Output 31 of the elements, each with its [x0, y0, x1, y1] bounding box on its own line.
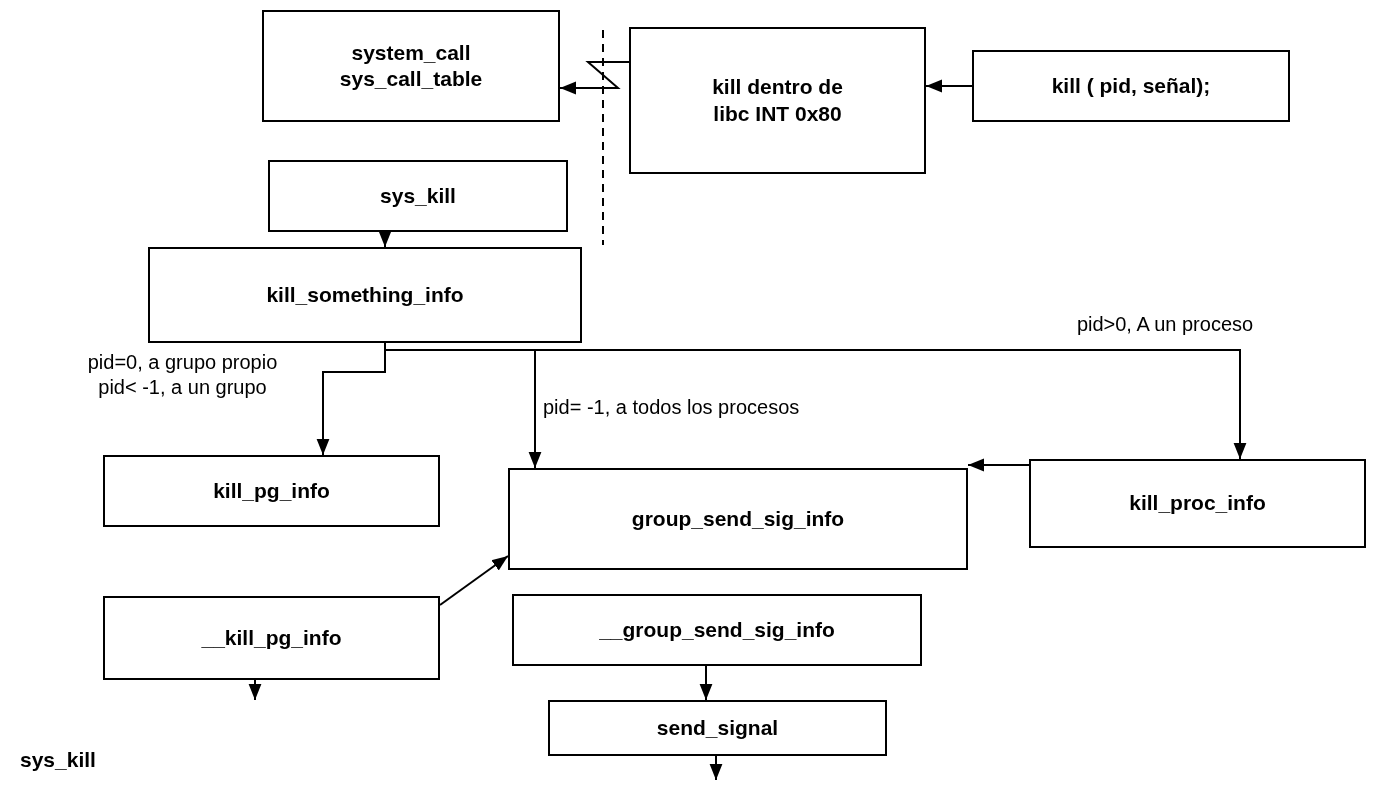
process-box — [262, 10, 560, 122]
arrow — [378, 231, 392, 248]
arrow — [559, 61, 630, 95]
arrow — [925, 79, 973, 93]
arrow — [709, 755, 723, 781]
box-label: kill ( pid, señal); — [1050, 72, 1212, 99]
box-label: system_call sys_call_table — [338, 39, 484, 92]
arrow — [967, 458, 1030, 472]
process-box — [629, 27, 926, 174]
process-box — [148, 247, 582, 343]
box-label: kill_something_info — [265, 281, 465, 308]
box-label: kill_pg_info — [212, 477, 331, 504]
process-box — [268, 160, 568, 232]
text-label: sys_kill — [20, 748, 96, 772]
box-label: send_signal — [655, 714, 780, 741]
arrow — [699, 665, 713, 701]
arrow — [439, 555, 509, 606]
box-label: group_send_sig_info — [630, 505, 846, 532]
process-box — [972, 50, 1290, 122]
box-label: kill_proc_info — [1128, 490, 1267, 517]
process-box — [512, 594, 922, 666]
process-box — [103, 596, 440, 680]
box-label: kill dentro de libc INT 0x80 — [711, 74, 844, 127]
process-box — [103, 455, 440, 527]
box-label: __kill_pg_info — [200, 624, 343, 651]
process-box — [1029, 459, 1366, 548]
process-box — [508, 468, 968, 570]
process-box — [548, 700, 887, 756]
box-label: __group_send_sig_info — [598, 616, 836, 643]
arrow — [248, 679, 262, 701]
box-label: sys_kill — [379, 182, 457, 209]
